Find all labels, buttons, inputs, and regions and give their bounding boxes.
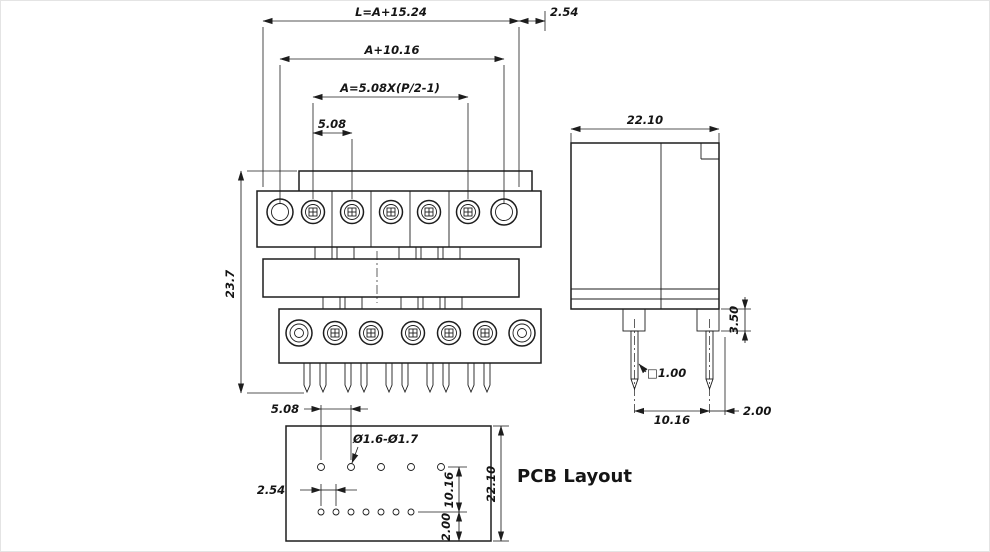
pcb-layout-title: PCB Layout [517,466,632,487]
dim-mount-span: A+10.16 [279,43,505,203]
dim-height: 23.7 [223,170,304,394]
dim-hole-diameter: Ø1.6-Ø1.7 [351,432,418,464]
dim-end-pitch: 2.54 [518,5,578,31]
dim-pole-formula: A=5.08X(P/2-1) [312,81,469,199]
dim-pin-square: □1.00 [638,363,686,380]
dim-pole-formula-label: A=5.08X(P/2-1) [339,81,440,95]
dim-pcb-edge: 2.00 [439,511,463,542]
dim-end-pitch-label: 2.54 [550,5,578,19]
pcb-holes-bottom-row [317,508,415,516]
pcb-board-outline [285,425,492,542]
dim-row-spacing-side: 10.16 [634,407,710,427]
pcb-layout-view: 5.08 Ø1.6-Ø1.7 2.54 10.16 2.00 [257,402,632,542]
dim-total-length: L=A+15.24 [262,5,520,187]
side-pins [630,319,714,415]
front-view: L=A+15.24 2.54 A+10.16 A=5.08X(P/2-1) 5.… [223,5,578,394]
rear-housing [262,251,520,303]
dim-pcb-row-spacing: 10.16 [418,466,467,513]
dim-pin-edge-label: 2.00 [743,404,771,418]
dim-mount-span-label: A+10.16 [364,43,420,57]
dim-pcb-depth-label: 22.10 [484,466,498,502]
dim-row-spacing-side-label: 10.16 [654,413,690,427]
dim-pin-edge: 2.00 [709,337,771,418]
dim-pitch: 5.08 [312,117,353,199]
dim-pin-square-label: □1.00 [647,366,686,380]
dim-pcb-half-pitch-label: 2.54 [257,483,285,497]
dim-height-label: 23.7 [223,270,237,298]
upper-header-body [256,170,542,260]
dim-pcb-row-spacing-label: 10.16 [442,472,456,508]
dim-pcb-half-pitch: 2.54 [257,483,357,506]
dim-pcb-pitch-label: 5.08 [271,402,299,416]
side-view: 22.10 3.50 [570,113,771,427]
dim-pitch-label: 5.08 [318,117,346,131]
dim-standoff-label: 3.50 [727,306,741,334]
dim-depth-label: 22.10 [627,113,663,127]
dim-pcb-depth: 22.10 [484,425,509,542]
pcb-holes-top-row [317,463,445,471]
dim-total-length-label: L=A+15.24 [355,5,427,19]
solder-pins [303,363,491,394]
lower-terminal-screws [322,320,498,346]
dim-pcb-edge-label: 2.00 [439,513,453,541]
lower-plug-body [278,296,542,364]
dim-standoff: 3.50 [721,297,751,343]
dim-pcb-pitch: 5.08 [271,402,368,460]
side-housing [570,142,720,332]
upper-terminal-screws [300,199,481,225]
dim-hole-diameter-label: Ø1.6-Ø1.7 [352,432,418,446]
dim-depth: 22.10 [570,113,720,145]
